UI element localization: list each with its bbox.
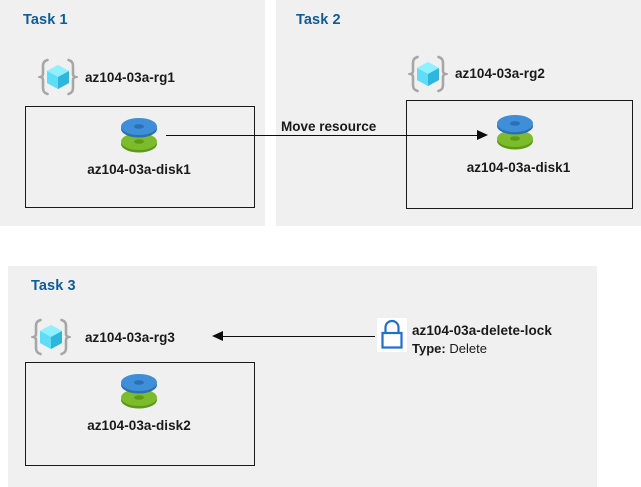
resource-box-task-3: [25, 362, 255, 466]
resource-name-disk1-task1: az104-03a-disk1: [87, 162, 191, 177]
lock-type-value: Delete: [449, 341, 487, 356]
panel-task-1: [0, 0, 265, 226]
resource-group-name-rg2: az104-03a-rg2: [455, 66, 545, 81]
move-resource-label: Move resource: [281, 119, 377, 134]
lock-connector-line: [222, 336, 375, 337]
resource-name-disk1-task2: az104-03a-disk1: [466, 160, 571, 175]
resource-group-name-rg1: az104-03a-rg1: [85, 70, 175, 85]
lock-icon: [377, 318, 407, 352]
task-1-label: Task 1: [23, 12, 68, 28]
move-resource-arrowhead: [477, 130, 488, 140]
move-resource-line: [166, 135, 479, 136]
lock-arrowhead: [212, 331, 223, 341]
resource-box-task-2: [406, 100, 633, 209]
panel-task-2: [276, 0, 641, 226]
lock-type-label: Type:: [412, 341, 446, 356]
task-2-label: Task 2: [296, 12, 341, 28]
resource-group-name-rg3: az104-03a-rg3: [85, 330, 175, 345]
lock-type-row: Type: Delete: [412, 341, 487, 356]
task-3-label: Task 3: [31, 278, 76, 294]
resource-box-task-1: [25, 106, 255, 208]
managed-disk-icon: [116, 369, 162, 413]
lock-name: az104-03a-delete-lock: [412, 323, 552, 338]
resource-group-icon: [408, 54, 448, 94]
managed-disk-icon: [492, 110, 538, 154]
panel-task-3: [8, 266, 597, 487]
managed-disk-icon: [116, 113, 162, 157]
resource-name-disk2-task3: az104-03a-disk2: [87, 418, 191, 433]
resource-group-icon: [31, 317, 71, 357]
resource-group-icon: [38, 57, 78, 97]
